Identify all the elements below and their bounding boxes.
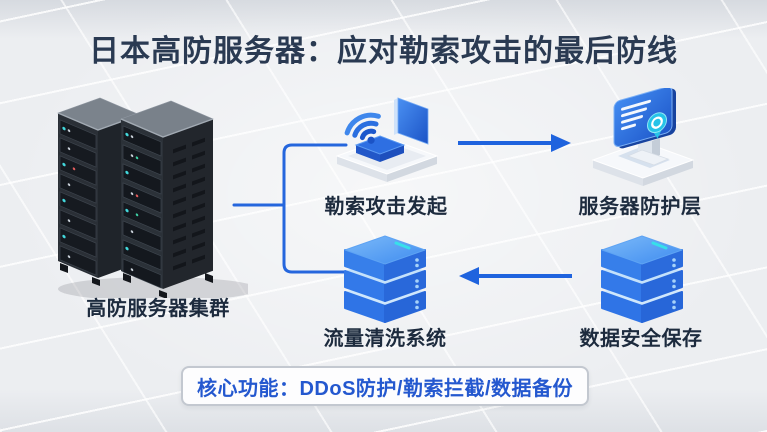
arrow-right-icon xyxy=(458,134,571,152)
page-title: 日本高防服务器：应对勒索攻击的最后防线 xyxy=(89,35,678,68)
database-stack-icon xyxy=(601,235,683,323)
label-attack-source: 勒索攻击发起 xyxy=(324,196,448,218)
database-stack-icon xyxy=(344,235,426,323)
label-data-storage: 数据安全保存 xyxy=(579,328,703,350)
wifi-signal-icon xyxy=(335,97,439,182)
server-rack-icon xyxy=(57,97,248,298)
monitor-shield-icon xyxy=(591,88,695,186)
label-server-cluster: 高防服务器集群 xyxy=(86,298,230,320)
label-protection-layer: 服务器防护层 xyxy=(578,196,702,218)
arrow-left-icon xyxy=(459,267,572,285)
label-traffic-cleaning: 流量清洗系统 xyxy=(323,328,447,350)
core-functions-badge: 核心功能：DDoS防护/勒索拦截/数据备份 xyxy=(181,366,589,406)
